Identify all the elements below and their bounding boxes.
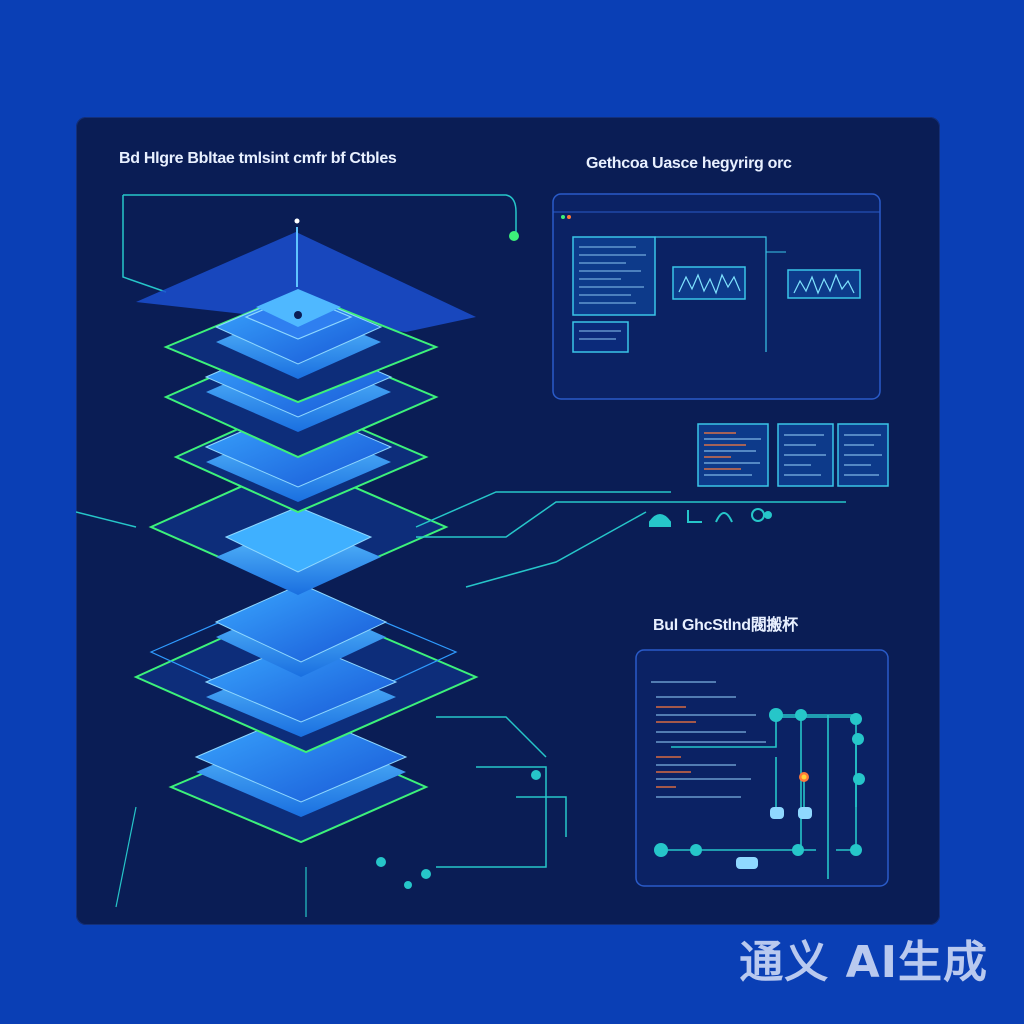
diagram-panel: Bd Hlgre Bbltae tmlsint cmfr bf Ctbles G… xyxy=(76,117,940,925)
code-window-top xyxy=(552,193,881,400)
diagram-canvas xyxy=(76,193,889,917)
connector-node xyxy=(509,231,519,241)
bottom-right-window-title: Bul GhcStlnd閥搬杯 xyxy=(653,617,798,634)
left-diagram-title: Bd Hlgre Bbltae tmlsint cmfr bf Ctbles xyxy=(119,150,397,167)
mini-code-cards xyxy=(697,423,889,487)
network-window xyxy=(635,649,889,887)
top-plane xyxy=(136,232,476,332)
ai-watermark: 通义 AI生成 xyxy=(739,937,988,988)
tool-icons xyxy=(649,508,772,527)
layer-stack xyxy=(115,289,479,917)
title-connector-lines xyxy=(122,194,517,293)
antenna-tip xyxy=(294,218,300,224)
circuit-lines xyxy=(76,491,846,868)
circuit-nodes xyxy=(376,770,541,889)
top-right-window-title: Gethcoa Uasce hegyrirg orc xyxy=(586,155,792,172)
